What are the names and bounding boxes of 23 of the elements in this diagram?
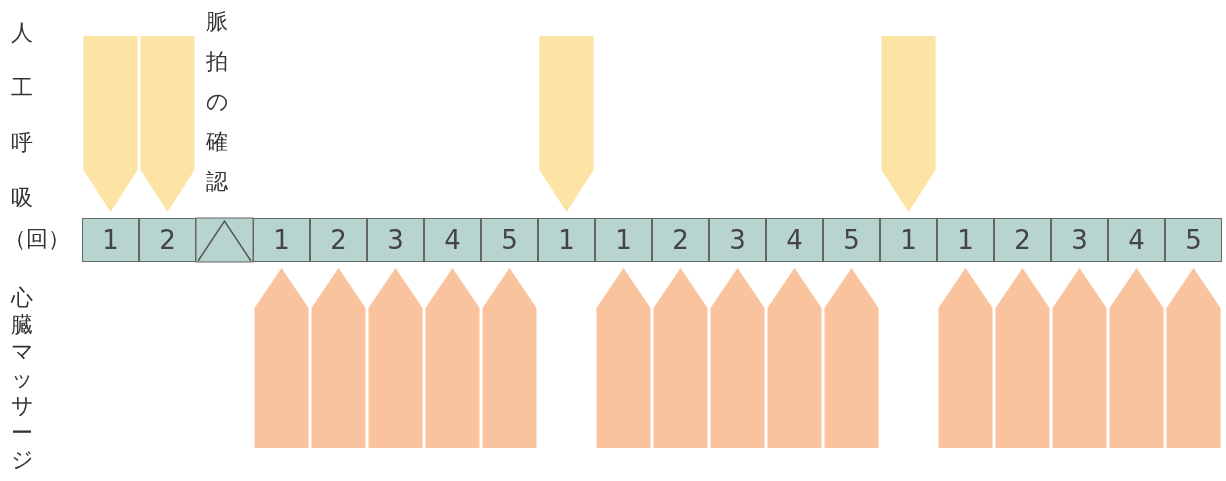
count-cell: 1 <box>82 218 139 262</box>
count-cell: 3 <box>367 218 424 262</box>
vertical-label: 心臓マッサージ <box>10 284 34 473</box>
count-cell: 2 <box>652 218 709 262</box>
count-cell: 3 <box>709 218 766 262</box>
unit-label: （回） <box>4 225 70 253</box>
count-cell: 5 <box>481 218 538 262</box>
count-cell: 4 <box>424 218 481 262</box>
count-cell: 2 <box>994 218 1051 262</box>
count-cell: 5 <box>823 218 880 262</box>
count-cell: 2 <box>310 218 367 262</box>
count-cell: 4 <box>766 218 823 262</box>
vertical-label: 人工呼吸 <box>10 19 34 212</box>
count-cell: 1 <box>937 218 994 262</box>
count-cell: 5 <box>1165 218 1222 262</box>
count-cell: 2 <box>139 218 196 262</box>
count-cell: 1 <box>253 218 310 262</box>
count-cell: 1 <box>595 218 652 262</box>
vertical-label: 脈拍の確認 <box>205 8 229 196</box>
count-cell: 4 <box>1108 218 1165 262</box>
count-cell: 1 <box>880 218 937 262</box>
count-cell: 3 <box>1051 218 1108 262</box>
count-cell: 1 <box>538 218 595 262</box>
